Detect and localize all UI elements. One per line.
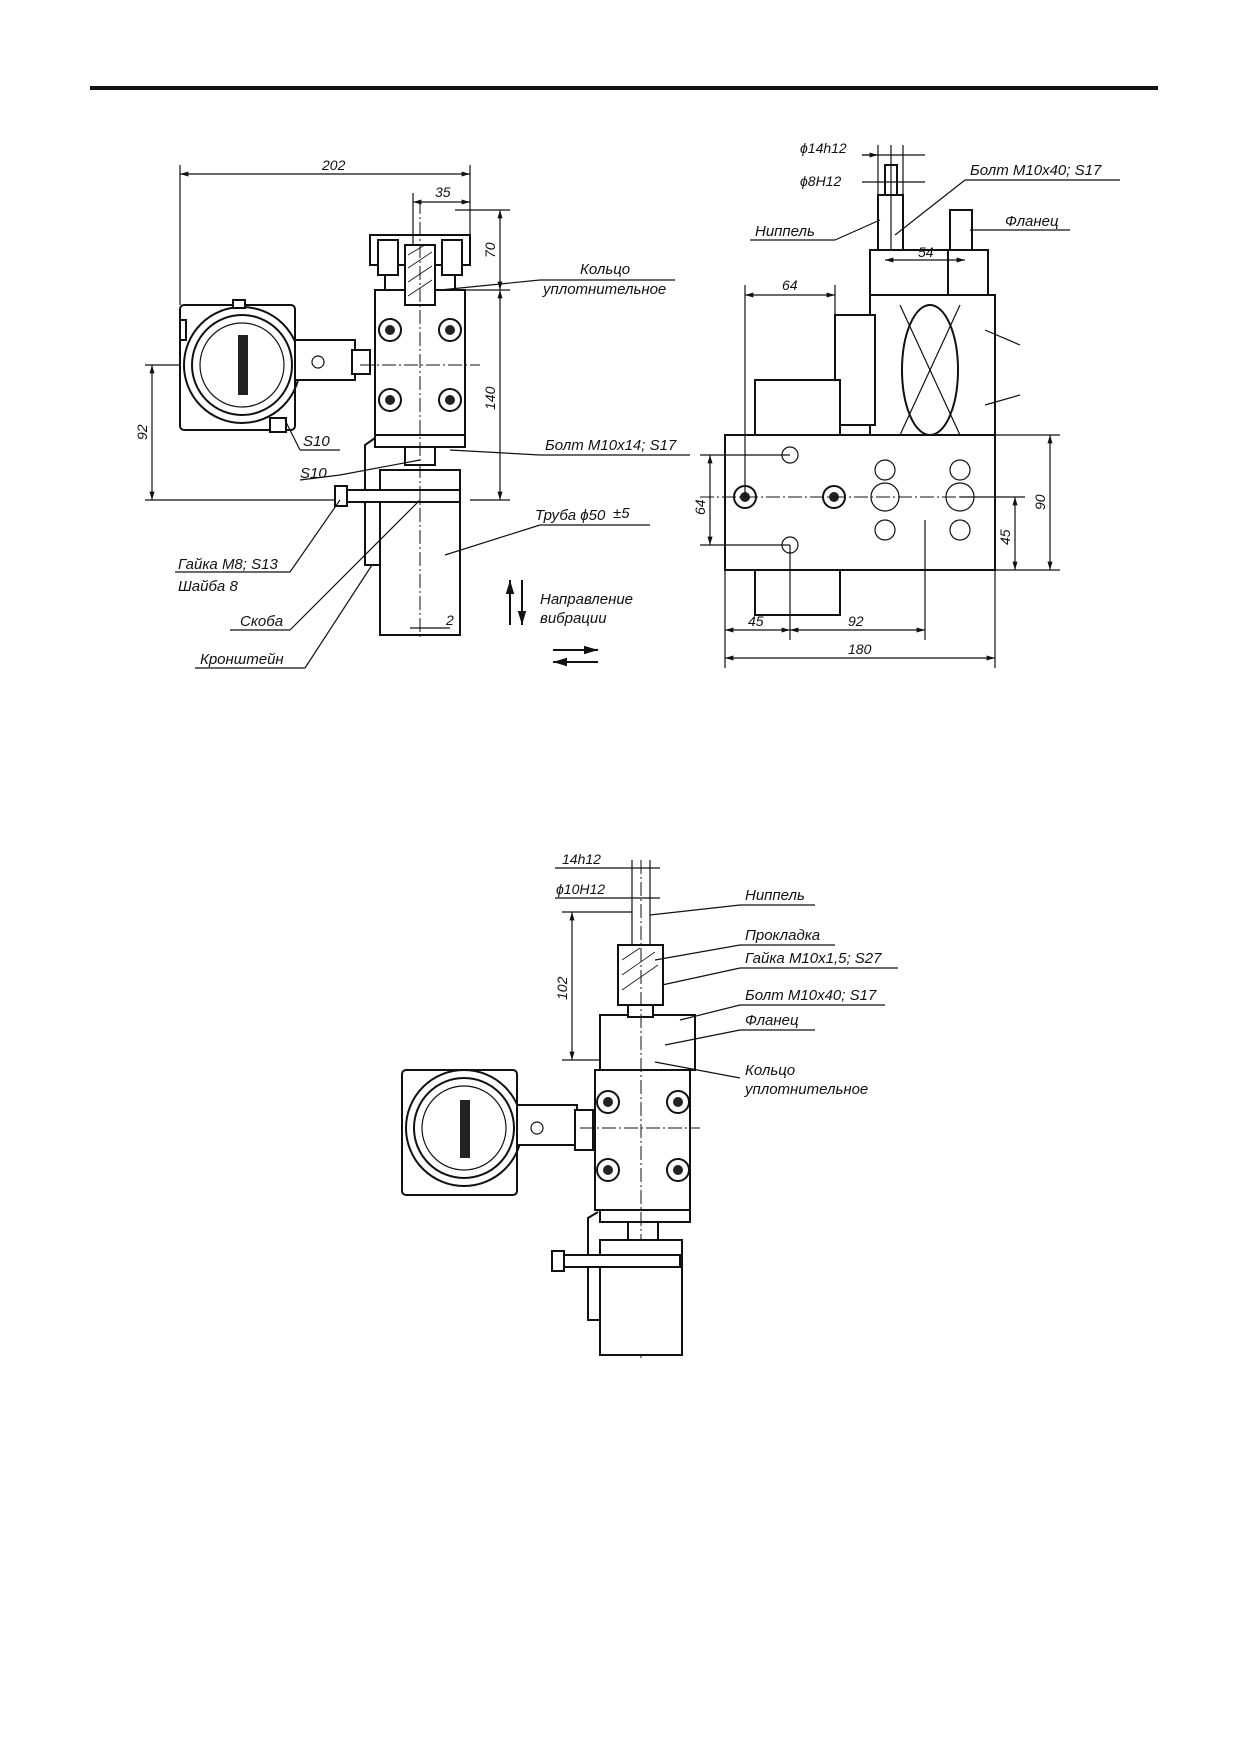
logo-plate-bottom	[460, 1100, 470, 1158]
header-rule	[90, 86, 1158, 90]
dim-92-bottom: 92	[848, 613, 864, 629]
label-pipe-tolerance: ±5	[613, 505, 630, 522]
label-ring-line2: уплотнительное	[542, 281, 666, 298]
label-flange-bottom: Фланец	[745, 1012, 799, 1029]
dim-202: 202	[321, 157, 346, 173]
view-front-bottom: 14h12 ϕ10H12 102 Ниппель Прокладка Гайка…	[401, 851, 898, 1360]
dim-64-left: 64	[692, 499, 708, 515]
dim-45-bottom: 45	[748, 613, 764, 629]
dim-14h12: 14h12	[562, 851, 601, 867]
dim-45-right: 45	[997, 529, 1013, 545]
dim-92-left: 92	[134, 424, 150, 440]
dim-phi14h12: ϕ14h12	[800, 140, 847, 156]
view-front-top: 202 35 70 140 92 2 Кольцо уплотнительное…	[134, 157, 690, 669]
label-nut-m10: Гайка М10х1,5; S27	[745, 950, 882, 967]
label-ring-bottom-line1: Кольцо	[745, 1062, 795, 1079]
dimensions-top-right	[700, 145, 1060, 668]
label-gasket: Прокладка	[745, 927, 820, 944]
label-washer: Шайба 8	[178, 578, 238, 595]
label-s10-a: S10	[303, 433, 330, 450]
dim-64-top: 64	[782, 277, 798, 293]
dim-70: 70	[482, 242, 498, 258]
dim-102: 102	[554, 976, 570, 1000]
label-bolt-m10x40-bottom: Болт М10х40; S17	[745, 987, 877, 1004]
transmitter-housing	[179, 299, 371, 433]
dim-140: 140	[482, 386, 498, 410]
label-s10-b: S10	[300, 465, 327, 482]
label-nipple-top: Ниппель	[755, 223, 815, 240]
dimensions-bottom	[555, 860, 660, 1061]
label-ring-bottom-line2: уплотнительное	[744, 1081, 868, 1098]
label-bracket: Кронштейн	[200, 651, 284, 668]
vibration-arrows	[505, 580, 598, 667]
leaders-bottom	[649, 904, 898, 1079]
bottom-pipe	[551, 1211, 683, 1356]
dim-180: 180	[848, 641, 872, 657]
bottom-transmitter	[401, 1069, 594, 1196]
pipe-and-bracket	[334, 200, 480, 640]
dim-2: 2	[445, 612, 454, 628]
label-nipple-bottom: Ниппель	[745, 887, 805, 904]
logo-plate	[238, 335, 248, 395]
label-ring-line1: Кольцо	[580, 261, 630, 278]
label-vibration-line1: Направление	[540, 591, 633, 608]
dim-35: 35	[435, 184, 451, 200]
dim-phi10h12: ϕ10H12	[556, 881, 605, 897]
dim-54: 54	[918, 244, 934, 260]
leaders-top-left	[175, 279, 690, 669]
label-clamp: Скоба	[240, 613, 283, 630]
dim-phi8h12: ϕ8H12	[800, 173, 841, 189]
bottom-sensor	[580, 860, 700, 1360]
label-nut-m8: Гайка М8; S13	[178, 556, 278, 573]
side-sensor	[834, 145, 996, 436]
view-side-top: ϕ14h12 ϕ8H12 54 64 64 90 45 45 92 180 Бо…	[692, 140, 1120, 668]
label-flange-top: Фланец	[1005, 213, 1059, 230]
dimensions-top-left	[145, 165, 510, 636]
label-pipe: Труба ϕ50	[535, 507, 606, 524]
label-bolt-m10x14: Болт М10х14; S17	[545, 437, 677, 454]
label-bolt-m10x40-top: Болт М10х40; S17	[970, 162, 1102, 179]
leaders-top-right	[750, 179, 1120, 406]
side-bracket	[700, 379, 996, 616]
label-vibration-line2: вибрации	[540, 610, 607, 627]
dim-90: 90	[1032, 494, 1048, 510]
